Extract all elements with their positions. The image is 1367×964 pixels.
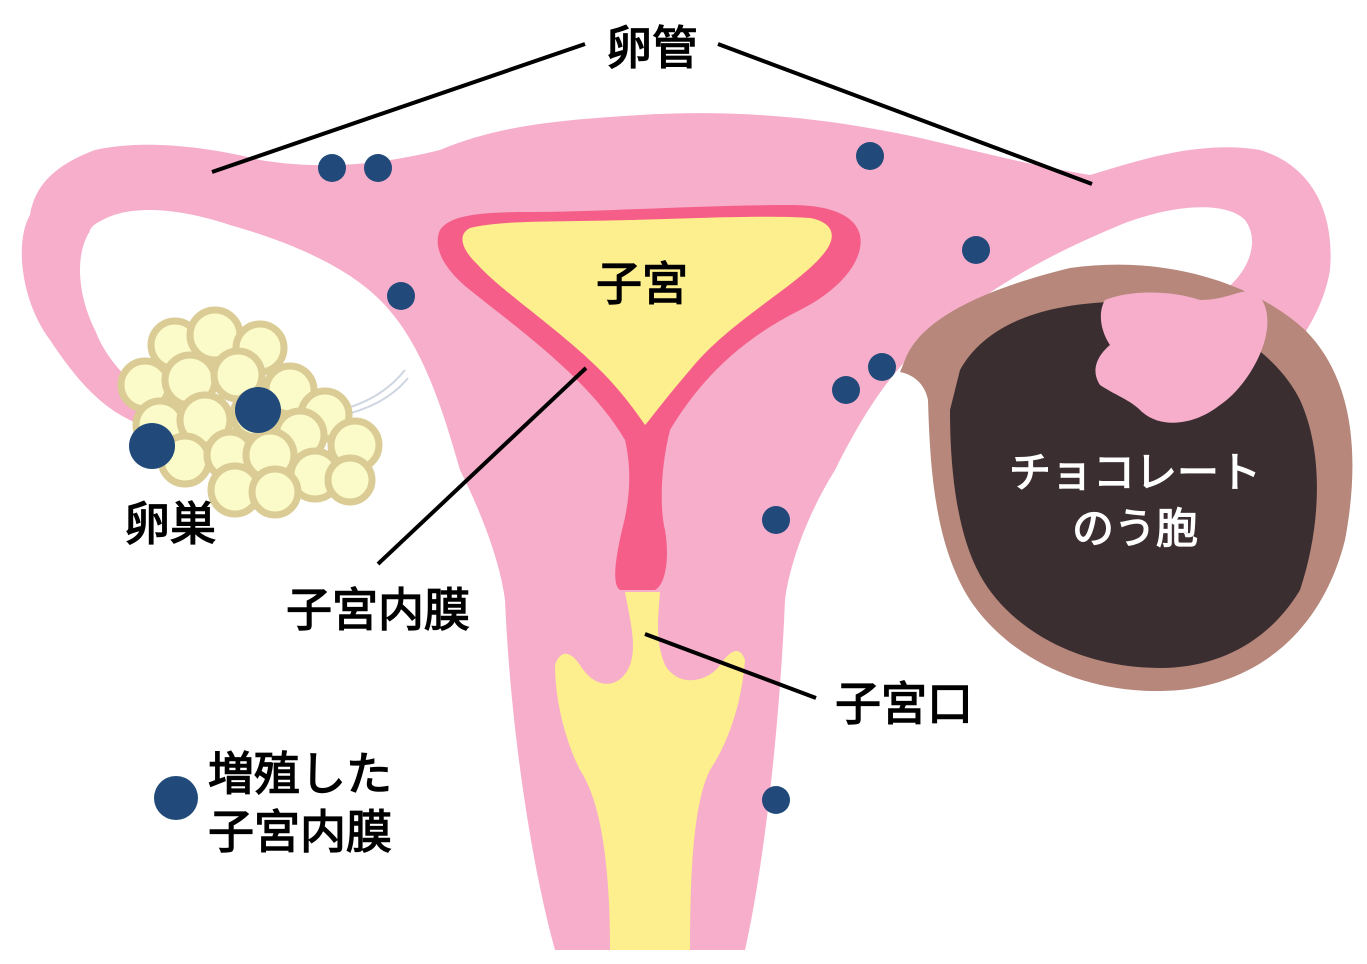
cervix-leader [644, 632, 817, 700]
cervical-canal [555, 592, 745, 950]
label-cervix: 子宮口 [835, 677, 973, 731]
lesion-dot [364, 154, 392, 182]
tube-leader-left [211, 42, 586, 174]
uterine-cavity [462, 216, 832, 425]
legend-dot [154, 776, 198, 820]
label-endometrium: 子宮内膜 [286, 583, 470, 637]
label-cyst-line1: チョコレート [1009, 448, 1261, 497]
legend-line2: 子宮内膜 [208, 805, 392, 859]
label-ovary: 卵巣 [124, 497, 216, 551]
right-tube-fimbria [1095, 291, 1268, 423]
lesion-dot-large [129, 423, 175, 469]
lesion-dot [856, 142, 884, 170]
chocolate-cyst [900, 264, 1353, 692]
legend-line1: 増殖した [208, 747, 392, 801]
lesion-dot [387, 282, 415, 310]
uterus-and-tubes-shape [21, 113, 1331, 950]
lesion-dot [762, 786, 790, 814]
lesion-dot [762, 506, 790, 534]
lesion-dot-large [235, 387, 281, 433]
endometrium-leader [376, 366, 588, 566]
label-uterus: 子宮 [596, 257, 688, 311]
tube-leader-right [717, 42, 1093, 186]
label-cyst-line2: のう胞 [1072, 504, 1198, 553]
leader-lines [211, 42, 1093, 700]
lesion-dot [868, 353, 896, 381]
left-tube-gap [86, 215, 263, 360]
lesion-dot [318, 154, 346, 182]
lesion-dot [962, 236, 990, 264]
uterus-body [21, 113, 1331, 950]
label-fallopian-tube: 卵管 [606, 21, 698, 75]
lesions [129, 142, 990, 814]
lesion-dot [832, 376, 860, 404]
